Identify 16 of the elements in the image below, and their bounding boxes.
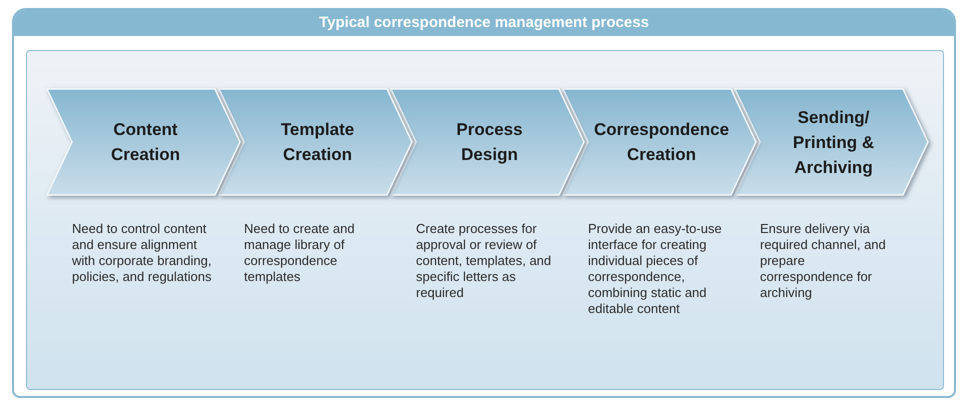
process-step-banner: [563, 89, 756, 195]
process-step-banner: [391, 89, 584, 195]
title: Typical correspondence management process: [319, 12, 649, 33]
step-title: Process Design: [455, 119, 524, 166]
step-title: Content Creation: [110, 119, 181, 166]
step-description: Ensure delivery via required channel, and prepare correspondence for archiving: [760, 221, 887, 301]
step-title: Sending/ Printing & Archiving: [792, 106, 876, 179]
process-step-banner: [219, 89, 412, 195]
step-description: Provide an easy-to-use interface for creating individual pieces of correspondence, combining static and editable content: [588, 221, 723, 317]
process-step-banner: [735, 89, 928, 195]
step-title: Template Creation: [280, 119, 356, 166]
process-step-banner: [47, 89, 240, 195]
step-description: Need to control content and ensure alignment with corporate branding, policies, and regulations: [72, 221, 212, 285]
step-description: Need to create and manage library of correspondence templates: [244, 221, 356, 285]
step-title: Correspondence Creation: [592, 119, 730, 166]
step-description: Create processes for approval or review of content, templates, and specific letters as required: [416, 221, 552, 301]
